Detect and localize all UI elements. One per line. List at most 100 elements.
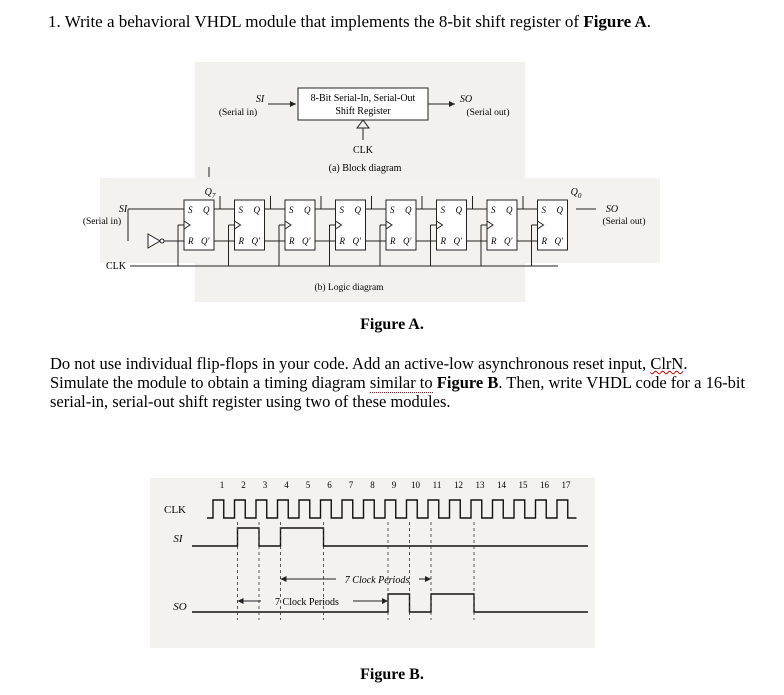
inverter-bubble [159,238,165,244]
question-text: 1. Write a behavioral VHDL module that i… [48,12,651,32]
timing-si-label: SI [173,533,184,545]
instructions-paragraph: Do not use individual flip-flops in your… [50,354,750,411]
ff-q-label: Q [254,205,261,215]
delay-label-lower: 7 Clock Periods [275,597,339,608]
ff-s-label: S [441,205,446,215]
cycle-number: 6 [327,480,332,490]
cycle-number: 16 [540,480,550,490]
instructions-part1: Do not use individual flip-flops in your… [50,354,651,373]
cycle-number: 9 [392,480,397,490]
logic-clk-label: CLK [106,261,127,272]
logic-si-label: SI [119,204,128,215]
ff-r-label: R [339,236,346,246]
ff-q-label: Q [456,205,463,215]
ff-r-label: R [440,236,447,246]
cycle-number: 12 [454,480,463,490]
question-figure-ref: Figure A [583,12,647,31]
cycle-number: 3 [263,480,268,490]
question-body: Write a behavioral VHDL module that impl… [64,12,584,31]
ff-qn-label: Q' [252,236,261,246]
cycle-number: 17 [562,480,572,490]
delay-arrow-upper-arrowhead-right [425,576,431,582]
cycle-number: 5 [306,480,311,490]
ff-qn-label: Q' [454,236,463,246]
ff-s-label: S [542,205,547,215]
ff-q-label: Q [304,205,311,215]
block-title-line2: Shift Register [335,106,391,117]
block-clk-label: CLK [353,145,374,156]
ff-s-label: S [491,205,496,215]
figure-b-background [150,478,595,648]
timing-so-label: SO [173,601,187,613]
ff-q-label: Q [405,205,412,215]
cycle-number: 11 [433,480,442,490]
ff-qn-label: Q' [201,236,210,246]
logic-so-label: SO [606,204,618,215]
similar-to-term: similar to [369,373,433,393]
q0-label: Q0 [571,187,582,200]
ff-s-label: S [340,205,345,215]
ff-r-label: R [490,236,497,246]
question-period: . [646,12,652,31]
cycle-number: 15 [519,480,529,490]
ff-r-label: R [541,236,548,246]
ff-r-label: R [238,236,245,246]
logic-so-sub-label: (Serial out) [602,216,645,227]
clrn-term: ClrN [650,354,684,373]
cycle-number: 8 [370,480,375,490]
figure-a-title: Figure A. [360,316,424,333]
delay-arrow-lower-arrowhead-right [382,598,388,604]
ff-r-label: R [288,236,295,246]
flip-flop-box [234,199,265,251]
ff-r-label: R [389,236,396,246]
question-number: 1. [48,12,61,31]
so-arrow [449,101,455,107]
instructions-part2: . Simulate the module to obtain a timing… [50,354,688,392]
ff-q-label: Q [557,205,564,215]
cycle-number: 13 [476,480,486,490]
so-label: SO [460,94,472,105]
q7-label: Q7 [205,187,216,200]
ff-s-label: S [289,205,294,215]
flip-flop-box [183,199,215,251]
figure-a-diagram: 8-Bit Serial-In, Serial-Out Shift Regist… [83,62,660,302]
cycle-number: 1 [220,480,225,490]
ff-q-label: Q [355,205,362,215]
delay-label-upper: 7 Clock Periods [345,575,410,586]
logic-si-sub-label: (Serial in) [83,216,121,227]
ff-qn-label: Q' [555,236,564,246]
ff-s-label: S [188,205,193,215]
ff-qn-label: Q' [353,236,362,246]
flip-flop-box [385,199,417,251]
cycle-number: 2 [241,480,246,490]
timing-clk-label: CLK [164,504,186,516]
ff-qn-label: Q' [504,236,513,246]
ff-r-label: R [187,236,194,246]
instructions-part4: . Then, write VHDL code for a 16-bit ser… [50,373,746,411]
figure-b-title: Figure B. [360,666,424,683]
si-sub-label: (Serial in) [219,107,257,118]
ff-qn-label: Q' [302,236,311,246]
so-sub-label: (Serial out) [466,107,509,118]
block-diagram: 8-Bit Serial-In, Serial-Out Shift Regist… [208,87,510,177]
caption-a: (a) Block diagram [329,163,402,174]
cycle-number: 4 [284,480,289,490]
caption-b: (b) Logic diagram [314,282,384,293]
si-arrow [290,101,296,107]
delay-arrow-lower-arrowhead-left [237,598,244,604]
cycle-number: 14 [497,480,507,490]
flip-flop-box [486,199,518,251]
block-title-line1: 8-Bit Serial-In, Serial-Out [311,93,416,104]
